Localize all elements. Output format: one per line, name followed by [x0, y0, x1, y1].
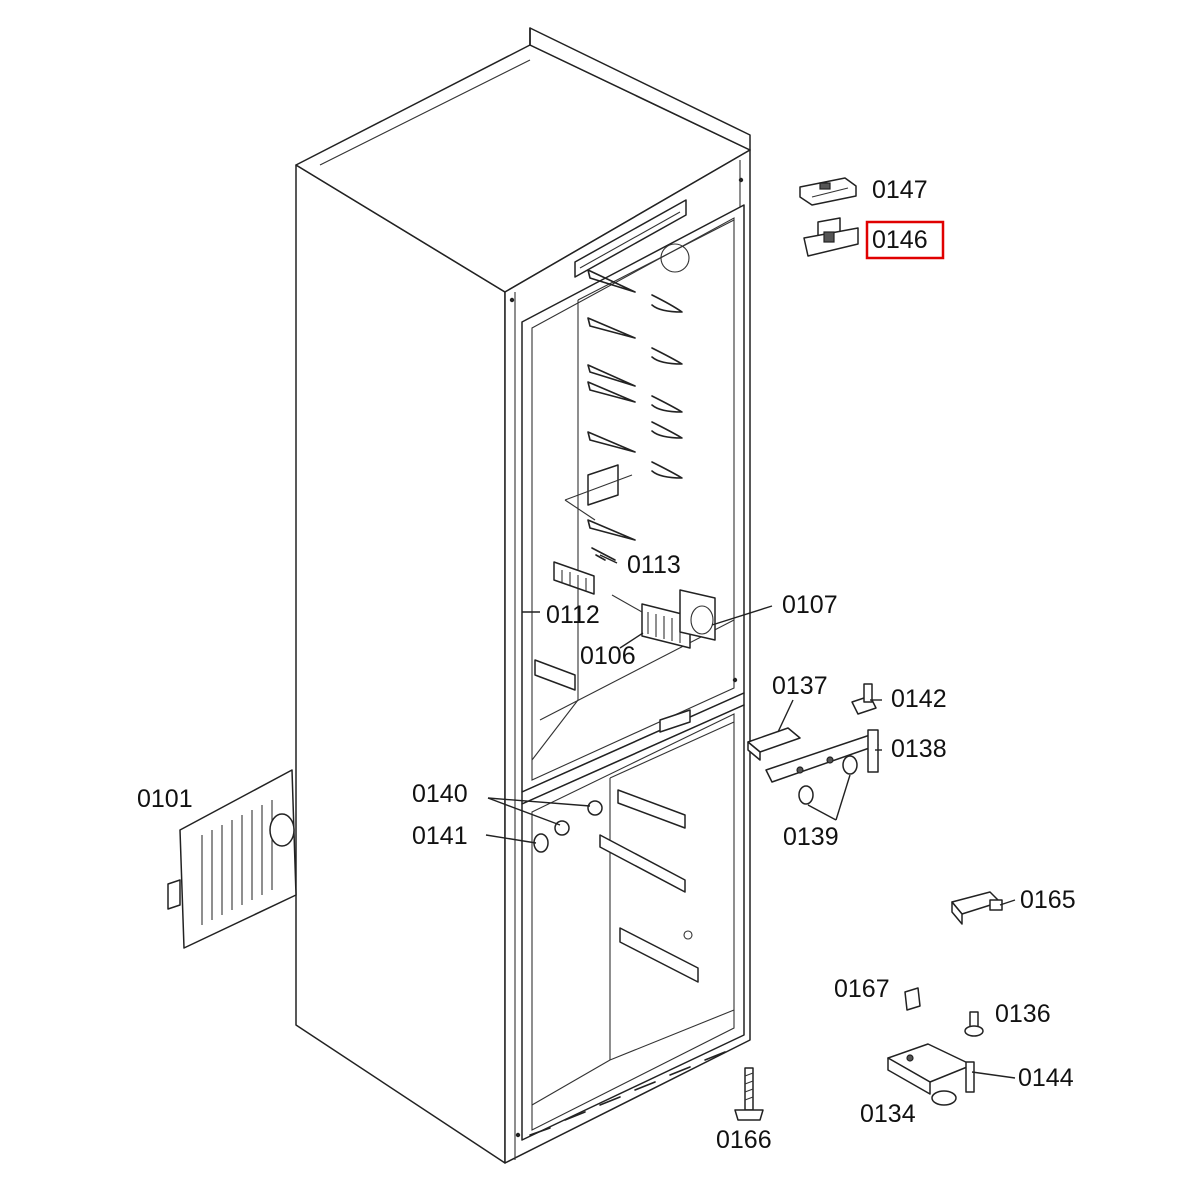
label-0144[interactable]: 0144	[1018, 1064, 1074, 1092]
part-0165-switch	[951, 891, 1003, 925]
label-0137[interactable]: 0137	[772, 672, 828, 700]
part-0138-hinge	[765, 729, 879, 783]
label-0165[interactable]: 0165	[1020, 886, 1076, 914]
label-0134[interactable]: 0134	[860, 1100, 916, 1128]
part-0113-lamp	[591, 547, 616, 561]
part-0142-pin	[851, 683, 877, 715]
part-0141-cap	[533, 833, 549, 853]
label-0139[interactable]: 0139	[783, 823, 839, 851]
part-0137-bracket	[747, 727, 801, 761]
part-0166-foot	[734, 1067, 764, 1121]
label-0112[interactable]: 0112	[546, 601, 600, 629]
label-0101[interactable]: 0101	[137, 785, 193, 813]
label-0141[interactable]: 0141	[412, 822, 468, 850]
leader-lines	[485, 554, 1016, 1079]
label-0136[interactable]: 0136	[995, 1000, 1051, 1028]
part-0139-washers	[798, 755, 858, 805]
label-0167[interactable]: 0167	[834, 975, 890, 1003]
label-0138[interactable]: 0138	[891, 735, 947, 763]
part-0107-cover	[679, 589, 716, 641]
label-0146[interactable]: 0146	[872, 226, 928, 254]
label-0147[interactable]: 0147	[872, 176, 928, 204]
part-0134-bottom-hinge	[887, 1043, 975, 1106]
label-0113[interactable]: 0113	[627, 551, 681, 579]
label-0106[interactable]: 0106	[580, 642, 636, 670]
label-0166[interactable]: 0166	[716, 1126, 772, 1154]
part-0106-control	[611, 594, 691, 649]
part-0147-hinge-cover	[799, 177, 857, 206]
label-0107[interactable]: 0107	[782, 591, 838, 619]
part-0140-screws	[554, 800, 603, 836]
label-0140[interactable]: 0140	[412, 780, 468, 808]
part-labels: 0147 0146 0113 0112 0107 0106 0137 0142 …	[137, 176, 1076, 1154]
highlight-box-0146	[865, 220, 945, 260]
part-0167-clip	[904, 987, 921, 1011]
label-0142[interactable]: 0142	[891, 685, 947, 713]
part-0136-screw	[964, 1011, 984, 1037]
part-0101-panel	[167, 769, 297, 949]
part-0146-hinge	[803, 217, 859, 257]
part-0112-switch	[553, 561, 595, 595]
